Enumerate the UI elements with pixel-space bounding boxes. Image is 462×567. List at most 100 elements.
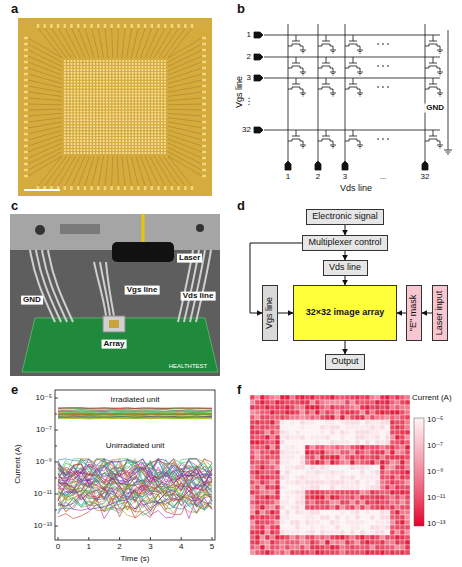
pixel-pad xyxy=(67,137,69,139)
pixel-cell xyxy=(350,475,355,480)
pixel-cell xyxy=(325,505,330,510)
bond-pad xyxy=(151,24,153,28)
pixel-pad xyxy=(90,140,92,142)
pixel-pad xyxy=(64,84,66,86)
pixel-pad xyxy=(148,128,150,130)
pixel-cell xyxy=(305,410,310,415)
pixel-pad xyxy=(125,87,127,89)
pixel-cell xyxy=(350,420,355,425)
pixel-pad xyxy=(154,107,156,109)
pixel-pad xyxy=(93,122,95,124)
pixel-pad xyxy=(151,75,153,77)
pixel-pad xyxy=(116,84,118,86)
pixel-cell xyxy=(350,445,355,450)
unirradiated-trace xyxy=(58,490,212,511)
pixel-pad xyxy=(122,119,124,121)
pixel-pad xyxy=(67,110,69,112)
pixel-cell xyxy=(340,465,345,470)
pixel-pad xyxy=(77,152,79,154)
pixel-cell xyxy=(380,465,385,470)
bond-pad xyxy=(24,127,28,129)
pixel-pad xyxy=(70,152,72,154)
pixel-pad xyxy=(64,60,66,62)
pixel-cell xyxy=(360,420,365,425)
bond-pad xyxy=(110,186,112,190)
pixel-cell xyxy=(340,485,345,490)
pixel-pad xyxy=(161,146,163,148)
pixel-pad xyxy=(138,90,140,92)
pixel-pad xyxy=(128,128,130,130)
pixel-pad xyxy=(96,104,98,106)
pixel-cell xyxy=(285,485,290,490)
bond-pad xyxy=(117,186,119,190)
pixel-pad xyxy=(154,90,156,92)
pixel-pad xyxy=(93,119,95,121)
pixel-cell xyxy=(280,450,285,455)
pixel-cell xyxy=(315,415,320,420)
bond-pad xyxy=(202,133,206,135)
pixel-cell xyxy=(385,465,390,470)
pixel-cell xyxy=(330,445,335,450)
pixel-pad xyxy=(90,122,92,124)
pixel-cell xyxy=(320,495,325,500)
pixel-cell xyxy=(280,455,285,460)
pixel-pad xyxy=(90,116,92,118)
pixel-cell xyxy=(290,415,295,420)
pixel-cell xyxy=(355,475,360,480)
pixel-pad xyxy=(145,137,147,139)
pixel-cell xyxy=(280,445,285,450)
pixel-cell xyxy=(335,480,340,485)
bond-pad xyxy=(104,24,106,28)
pixel-pad xyxy=(141,107,143,109)
pixel-pad xyxy=(128,119,130,121)
pixel-pad xyxy=(164,137,166,139)
pixel-pad xyxy=(87,134,89,136)
pixel-cell xyxy=(270,475,275,480)
pixel-pad xyxy=(112,119,114,121)
bond-pad xyxy=(202,127,206,129)
pixel-cell xyxy=(345,395,350,400)
unirradiated-trace xyxy=(58,480,212,499)
pixel-pad xyxy=(128,137,130,139)
pixel-cell xyxy=(350,405,355,410)
pixel-cell xyxy=(340,470,345,475)
pixel-cell xyxy=(370,425,375,430)
pixel-cell xyxy=(275,440,280,445)
pixel-cell xyxy=(325,480,330,485)
pixel-cell xyxy=(250,500,255,505)
irradiated-trace xyxy=(58,418,212,420)
pixel-pad xyxy=(96,78,98,80)
pixel-pad xyxy=(122,90,124,92)
pixel-pad xyxy=(112,63,114,65)
pixel-pad xyxy=(96,131,98,133)
pixel-cell xyxy=(250,415,255,420)
pixel-pad xyxy=(116,107,118,109)
pixel-pad xyxy=(119,116,121,118)
bond-pad xyxy=(202,37,206,39)
pixel-cell xyxy=(345,435,350,440)
pixel-pad xyxy=(109,75,111,77)
pixel-cell xyxy=(350,455,355,460)
pixel-pad xyxy=(74,78,76,80)
pixel-cell xyxy=(265,435,270,440)
pixel-pad xyxy=(141,137,143,139)
pixel-cell xyxy=(290,450,295,455)
pixel-cell xyxy=(320,480,325,485)
pixel-cell xyxy=(370,460,375,465)
pixel-cell xyxy=(295,430,300,435)
pixel-cell xyxy=(350,440,355,445)
pixel-pad xyxy=(116,143,118,145)
pixel-pad xyxy=(151,96,153,98)
pixel-cell xyxy=(265,430,270,435)
pixel-pad xyxy=(141,125,143,127)
pixel-pad xyxy=(83,143,85,145)
pixel-cell xyxy=(380,425,385,430)
pixel-cell xyxy=(395,455,400,460)
pixel-cell xyxy=(250,445,255,450)
pixel-cell xyxy=(270,490,275,495)
pixel-pad xyxy=(154,143,156,145)
pixel-pad xyxy=(132,90,134,92)
pixel-pad xyxy=(164,149,166,151)
bond-pad xyxy=(202,121,206,123)
pixel-cell xyxy=(405,420,410,425)
